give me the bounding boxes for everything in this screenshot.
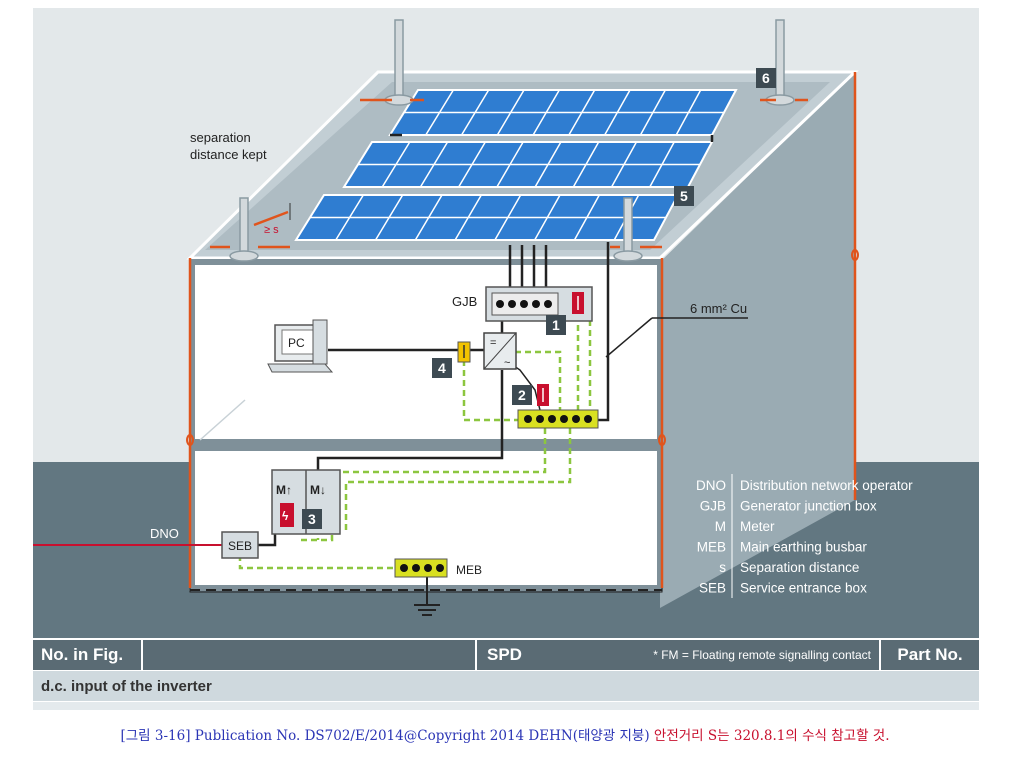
meter-down-label: M↓ (310, 483, 326, 497)
legend-abbr: DNO (696, 478, 726, 493)
table-row: d.c. input of the inverter (33, 671, 979, 701)
col-part-no: Part No. (881, 640, 979, 670)
pc-label: PC (288, 336, 305, 350)
number-badges: 1 2 3 4 5 6 (302, 68, 776, 529)
col-description (143, 640, 477, 670)
col-no-in-fig: No. in Fig. (33, 640, 143, 670)
equipotential-busbar (517, 409, 599, 429)
legend-text: Main earthing busbar (740, 540, 867, 555)
gjb-box (485, 286, 593, 322)
separation-label: separation (190, 130, 251, 145)
separation-distance-symbol: ≥ s (264, 224, 279, 236)
distance-kept-label: distance kept (190, 147, 267, 162)
badge-2: 2 (518, 387, 526, 403)
col-spd-label: SPD (487, 645, 522, 664)
caption-source: [그림 3-16] Publication No. DS702/E/2014@C… (120, 728, 654, 744)
solar-array (294, 89, 738, 241)
badge-5: 5 (680, 188, 688, 204)
spd-table-header: No. in Fig. SPD * FM = Floating remote s… (33, 640, 979, 670)
figure-caption: [그림 3-16] Publication No. DS702/E/2014@C… (0, 724, 1010, 744)
inverter: = ~ (483, 332, 517, 370)
badge-4: 4 (438, 360, 446, 376)
svg-text:ϟ: ϟ (282, 509, 289, 523)
gjb-label: GJB (452, 294, 477, 309)
down-conductors (188, 72, 857, 588)
table-row-partial (33, 702, 979, 710)
seb-box (221, 531, 259, 559)
meb-label: MEB (456, 563, 482, 577)
row-label: d.c. input of the inverter (41, 677, 212, 695)
badge-3: 3 (308, 511, 316, 527)
meb-busbar (394, 558, 448, 578)
legend-text: Separation distance (740, 560, 859, 575)
legend-text: Service entrance box (740, 581, 867, 596)
caption-note: 안전거리 S는 320.8.1의 수식 참고할 것. (653, 728, 890, 744)
svg-text:=: = (490, 337, 496, 349)
legend-abbr: M (715, 519, 726, 534)
legend-abbr: GJB (700, 499, 726, 514)
seb-label: SEB (228, 539, 252, 553)
legend-text: Generator junction box (740, 499, 877, 514)
col-spd: SPD * FM = Floating remote signalling co… (477, 640, 881, 670)
dno-label: DNO (150, 526, 179, 541)
building-side-wall (660, 72, 855, 608)
pc-icon (267, 319, 334, 373)
legend-text: Meter (740, 519, 775, 534)
svg-text:~: ~ (504, 357, 510, 369)
meter-up-label: M↑ (276, 483, 292, 497)
badge-6: 6 (762, 70, 770, 86)
badge-1: 1 (552, 317, 560, 333)
fm-note: * FM = Floating remote signalling contac… (653, 648, 871, 662)
legend-text: Distribution network operator (740, 478, 913, 493)
legend-abbr: s (719, 560, 726, 575)
legend-abbr: MEB (697, 540, 726, 555)
cu-label: 6 mm² Cu (690, 301, 747, 316)
legend-abbr: SEB (699, 581, 726, 596)
